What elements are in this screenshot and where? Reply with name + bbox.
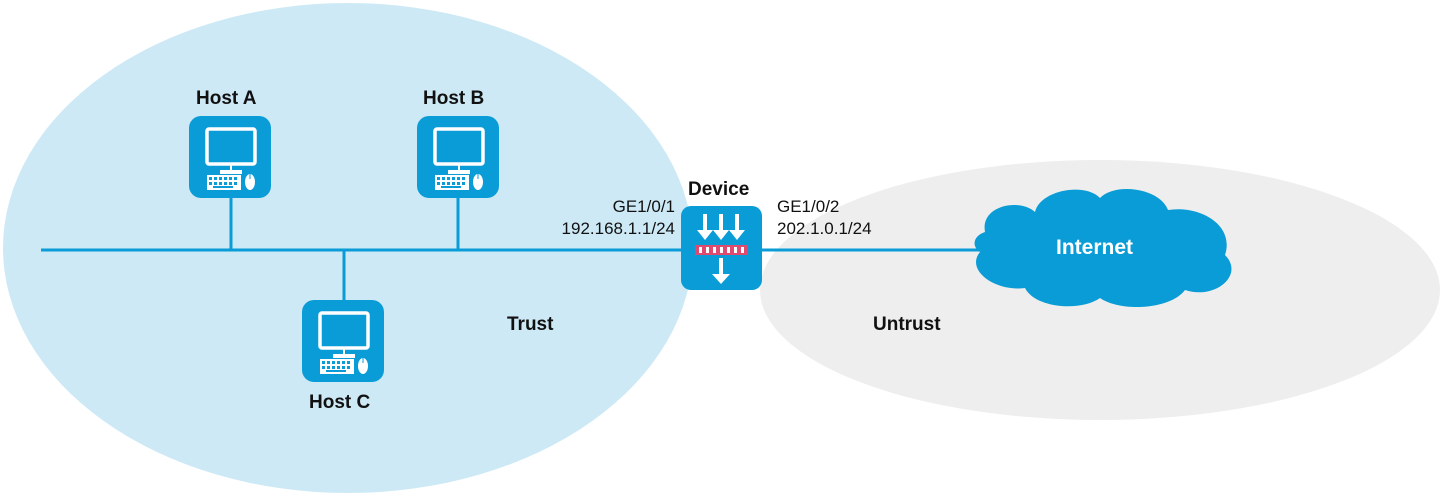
links bbox=[41, 197, 980, 300]
host-b-label: Host B bbox=[423, 88, 485, 109]
host-b-icon[interactable] bbox=[415, 114, 501, 200]
host-a-label: Host A bbox=[196, 88, 257, 109]
host-a-icon[interactable] bbox=[187, 114, 273, 200]
internet-label: Internet bbox=[1056, 236, 1134, 259]
device-label: Device bbox=[688, 179, 750, 200]
trust-zone-label: Trust bbox=[507, 314, 554, 335]
ge1-0-2-interface-label: GE1/0/2 bbox=[777, 197, 840, 216]
firewall-icon[interactable] bbox=[681, 206, 762, 290]
host-c-icon[interactable] bbox=[300, 298, 386, 384]
cloud-icon[interactable] bbox=[974, 188, 1232, 308]
host-c-label: Host C bbox=[309, 392, 371, 413]
untrust-zone-label: Untrust bbox=[873, 314, 941, 335]
ge1-0-1-interface-label: GE1/0/1 bbox=[612, 197, 675, 216]
trust-zone bbox=[3, 3, 693, 493]
ge1-0-1-ip-label: 192.168.1.1/24 bbox=[561, 219, 675, 238]
ge1-0-2-ip-label: 202.1.0.1/24 bbox=[777, 219, 872, 238]
